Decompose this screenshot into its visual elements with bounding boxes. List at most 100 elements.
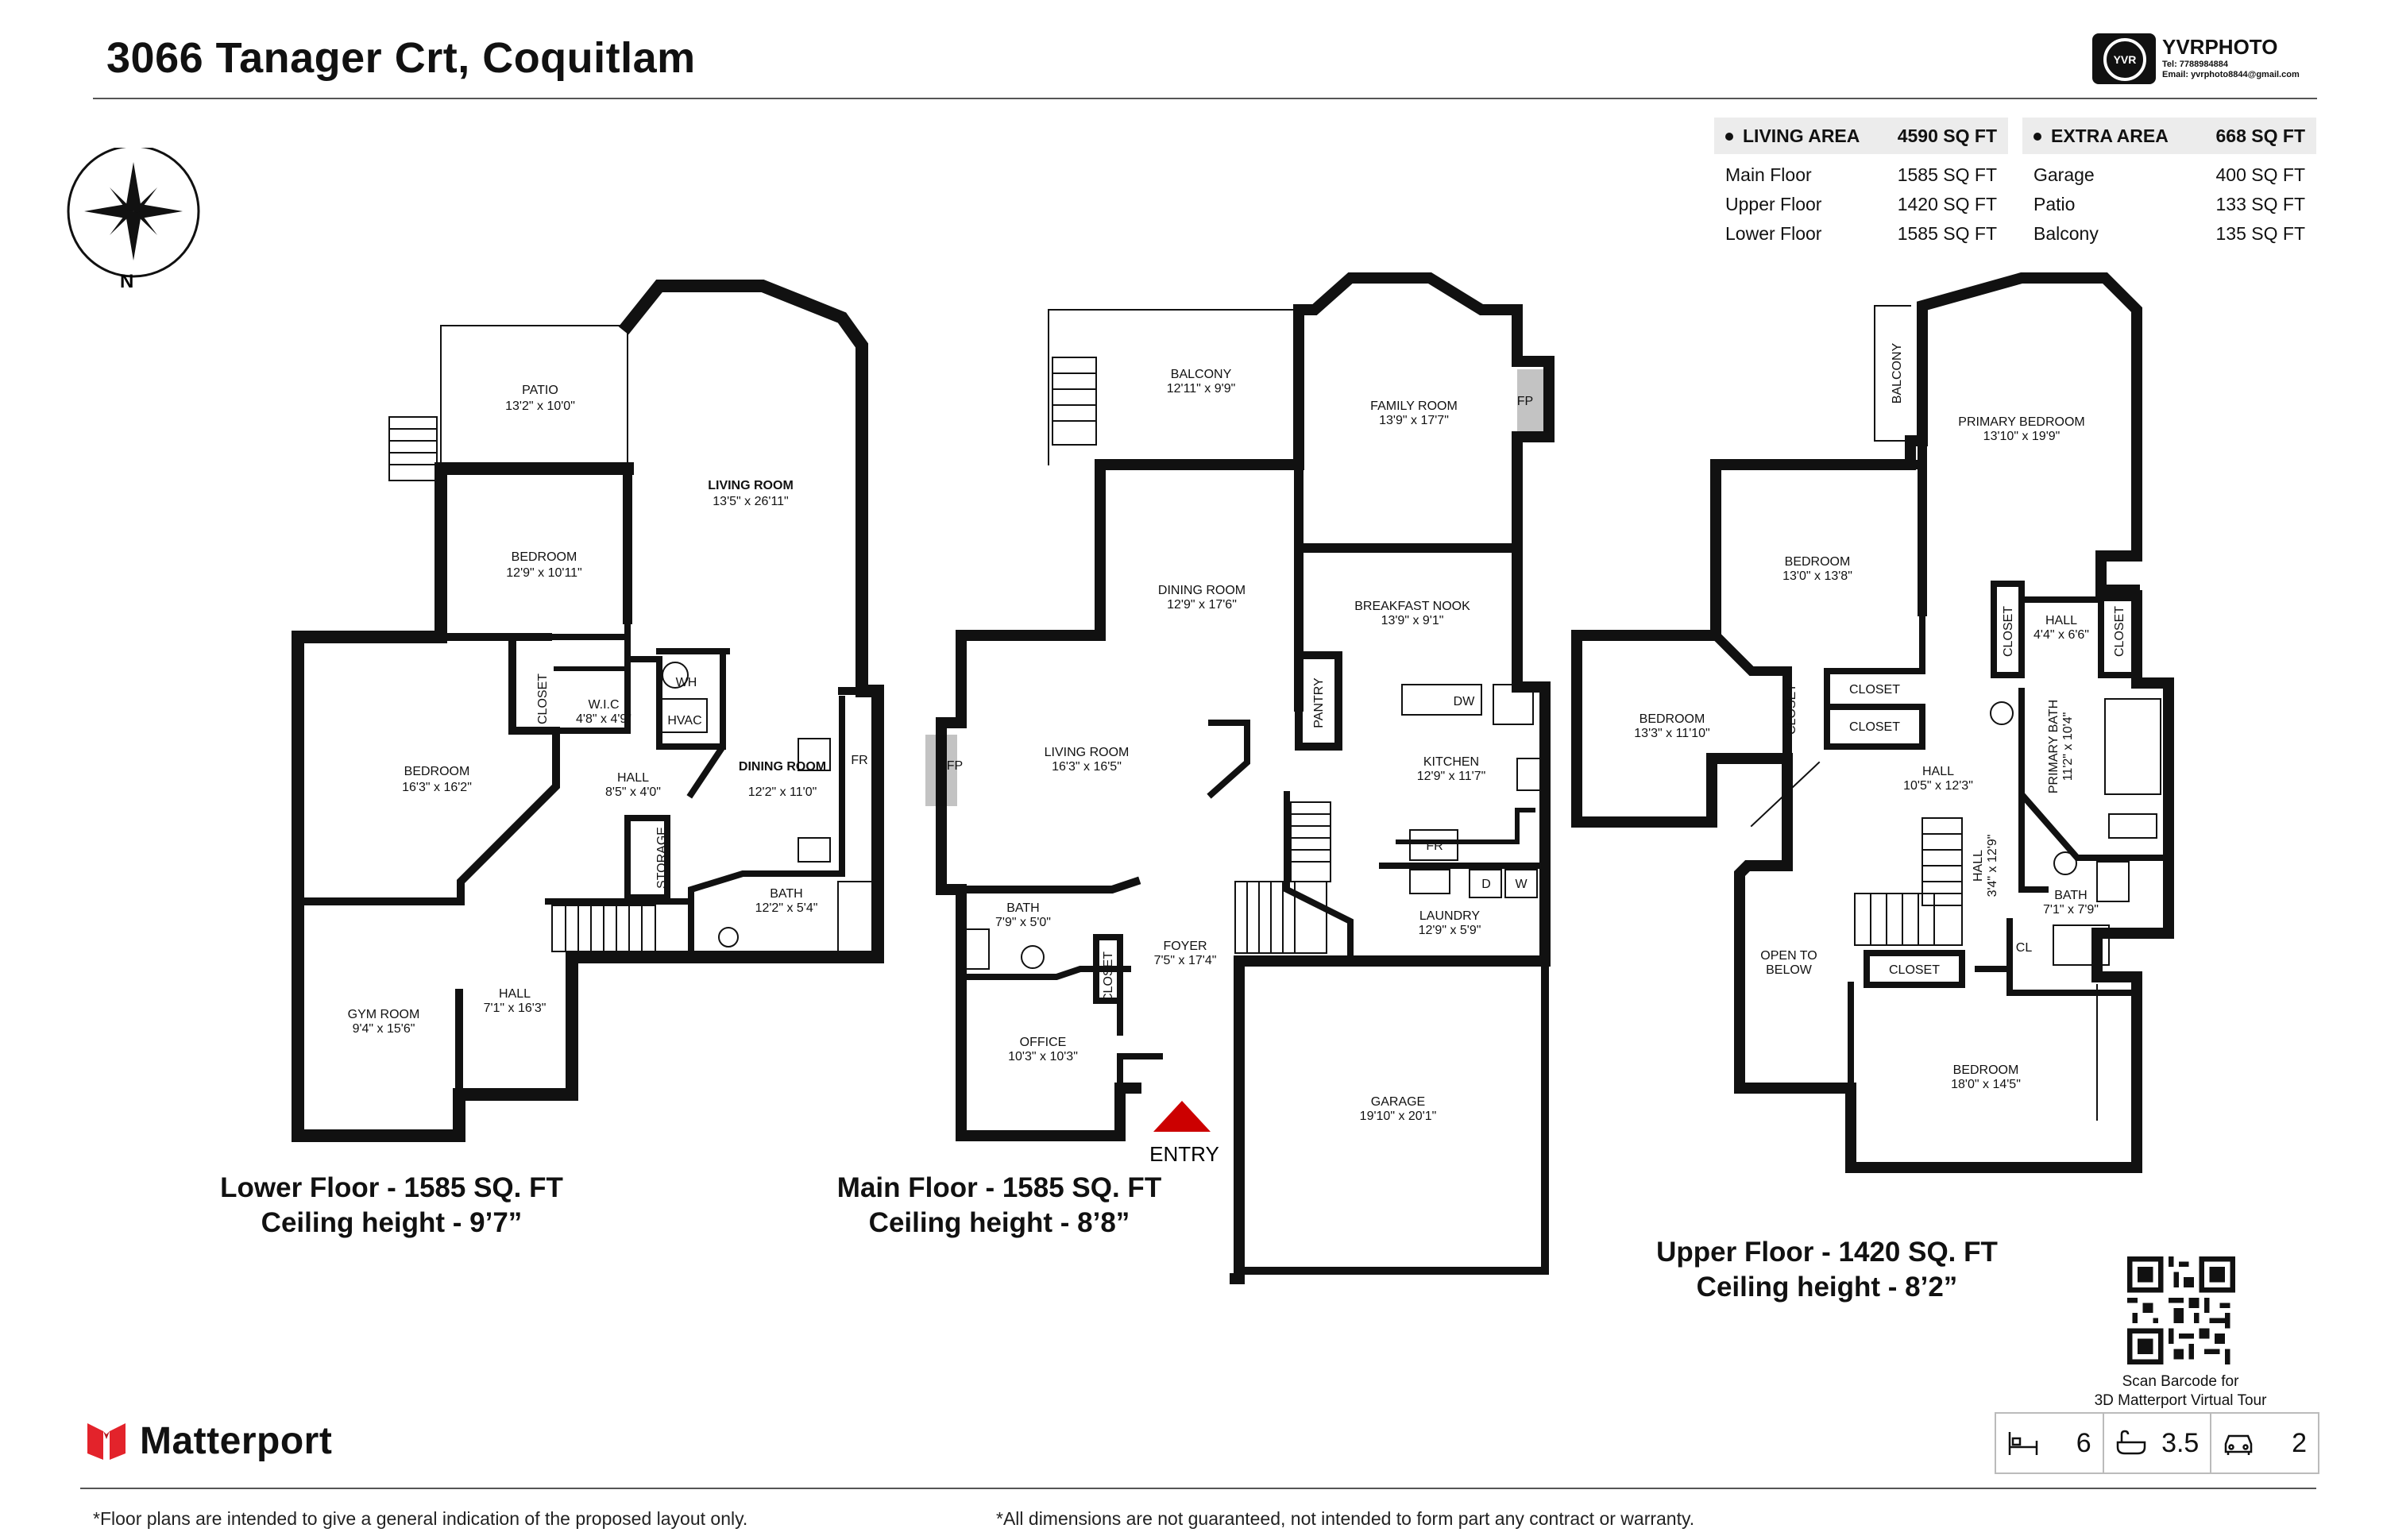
room-name: LIVING ROOM xyxy=(1045,746,1130,759)
header-divider xyxy=(93,98,2317,99)
matterport-logo-icon xyxy=(87,1423,126,1460)
room-name: BATH xyxy=(2054,889,2087,902)
brand-name: YVRPHOTO xyxy=(2162,35,2278,59)
room-dim: 12'9" x 11'7" xyxy=(1417,770,1486,783)
room-dim: 8'5" x 4'0" xyxy=(605,785,661,799)
room-dim: 12'9" x 17'6" xyxy=(1167,598,1237,612)
room-name: HALL xyxy=(499,987,531,1001)
room-dim: 10'5" x 12'3" xyxy=(1903,779,1973,793)
compass-icon: N xyxy=(67,148,200,291)
main-floor-plan xyxy=(925,272,1555,1284)
main-floor-caption: Main Floor - 1585 SQ. FT Ceiling height … xyxy=(836,1172,1162,1238)
room-dim: 19'10" x 20'1" xyxy=(1360,1110,1437,1123)
footer-divider xyxy=(80,1488,2316,1489)
room-dim: 3'4" x 12'9" xyxy=(1986,835,1999,897)
room-name: OFFICE xyxy=(1020,1036,1067,1049)
room-dim: 9'4" x 15'6" xyxy=(353,1022,415,1036)
qr-code-icon[interactable] xyxy=(2127,1256,2235,1364)
room-name: BATH xyxy=(770,887,802,901)
room-name: BEDROOM xyxy=(512,550,577,564)
room-dim: 7'1" x 7'9" xyxy=(2043,903,2099,917)
room-name: FP xyxy=(1517,395,1533,408)
room-name: BEDROOM xyxy=(1785,555,1851,569)
room-name: BEDROOM xyxy=(1640,712,1705,726)
room-name: BEDROOM xyxy=(1953,1063,2019,1077)
room-dim: 16'3" x 16'2" xyxy=(402,781,472,794)
room-name: W xyxy=(1515,878,1528,891)
room-name: HALL xyxy=(1922,765,1954,778)
room-dim: 13'2" x 10'0" xyxy=(505,399,575,413)
room-name: CLOSET xyxy=(1102,951,1115,1002)
property-stats: 6 3.5 2 xyxy=(1995,1412,2319,1474)
entry-label: ENTRY xyxy=(1149,1142,1219,1166)
car-icon xyxy=(2225,1434,2253,1455)
room-name: PRIMARY BEDROOM xyxy=(1958,415,2084,429)
bed-icon xyxy=(2008,1432,2038,1455)
stat-bathrooms: 3.5 xyxy=(2104,1414,2212,1472)
room-name: STORAGE xyxy=(655,827,669,889)
room-dim: 7'5" x 17'4" xyxy=(1154,954,1217,967)
room-name: DINING ROOM xyxy=(1158,584,1246,597)
stat-parking: 2 xyxy=(2211,1414,2318,1472)
brand-tel: Tel: 7788984884 xyxy=(2162,60,2228,69)
room-name: FR xyxy=(851,754,867,767)
extra-area-header: EXTRA AREA 668 SQ FT xyxy=(2022,118,2316,154)
room-name: W.I.C xyxy=(588,698,619,712)
room-name: PRIMARY BATH xyxy=(2047,700,2061,793)
room-name: CLOSET xyxy=(1849,720,1900,734)
room-dim: 10'3" x 10'3" xyxy=(1008,1050,1078,1063)
room-name: CL xyxy=(2016,941,2033,955)
qr-caption: Scan Barcode for 3D Matterport Virtual T… xyxy=(2094,1373,2267,1409)
footer-note-left: *Floor plans are intended to give a gene… xyxy=(93,1508,748,1529)
room-dim: 12'2" x 5'4" xyxy=(755,901,818,915)
bathtub-icon xyxy=(2116,1430,2145,1455)
room-name: BATH xyxy=(1006,901,1039,915)
room-name: CLOSET xyxy=(1785,684,1798,735)
matterport-wordmark: Matterport xyxy=(140,1419,333,1462)
room-name: HVAC xyxy=(667,714,701,728)
room-dim: 13'5" x 26'11" xyxy=(713,495,788,508)
room-dim: 13'3" x 11'10" xyxy=(1634,727,1709,740)
entry-arrow-icon xyxy=(1153,1101,1211,1132)
room-dim: 12'2" x 11'0" xyxy=(748,785,817,799)
property-title: 3066 Tanager Crt, Coquitlam xyxy=(106,34,696,82)
stat-value: 3.5 xyxy=(2161,1427,2200,1458)
room-name: HALL xyxy=(617,771,649,785)
room-name: BEDROOM xyxy=(404,765,470,778)
upper-floor-caption: Upper Floor - 1420 SQ. FT Ceiling height… xyxy=(1656,1237,1998,1303)
brand-email: Email: yvrphoto8844@gmail.com xyxy=(2162,70,2300,79)
room-dim: 13'9" x 9'1" xyxy=(1381,614,1444,627)
room-name: DW xyxy=(1454,695,1476,708)
footer-note-right: *All dimensions are not guaranteed, not … xyxy=(996,1508,1695,1529)
stat-value: 6 xyxy=(2076,1427,2091,1458)
room-name: LIVING ROOM xyxy=(708,479,794,492)
room-name: PANTRY xyxy=(1312,677,1326,728)
room-dim: 4'8" x 4'9" xyxy=(576,712,631,726)
room-name: DINING ROOM xyxy=(739,760,826,774)
lower-floor-caption: Lower Floor - 1585 SQ. FT Ceiling height… xyxy=(220,1172,563,1238)
room-name: LAUNDRY xyxy=(1419,909,1481,923)
room-dim: BELOW xyxy=(1766,963,1813,977)
room-name: CLOSET xyxy=(536,674,550,724)
room-name: GYM ROOM xyxy=(348,1008,420,1021)
room-dim: 7'9" x 5'0" xyxy=(995,916,1051,929)
room-name: BREAKFAST NOOK xyxy=(1354,600,1470,613)
room-name: D xyxy=(1481,878,1491,891)
compass-north-label: N xyxy=(120,271,133,291)
room-dim: 12'9" x 10'11" xyxy=(506,566,581,580)
room-name: HALL xyxy=(2045,614,2077,627)
room-dim: 13'0" x 13'8" xyxy=(1782,569,1852,583)
room-name: FAMILY ROOM xyxy=(1370,399,1458,413)
room-dim: 13'9" x 17'7" xyxy=(1379,414,1449,427)
room-name: FR xyxy=(1426,839,1443,853)
room-dim: 13'10" x 19'9" xyxy=(1983,430,2061,443)
